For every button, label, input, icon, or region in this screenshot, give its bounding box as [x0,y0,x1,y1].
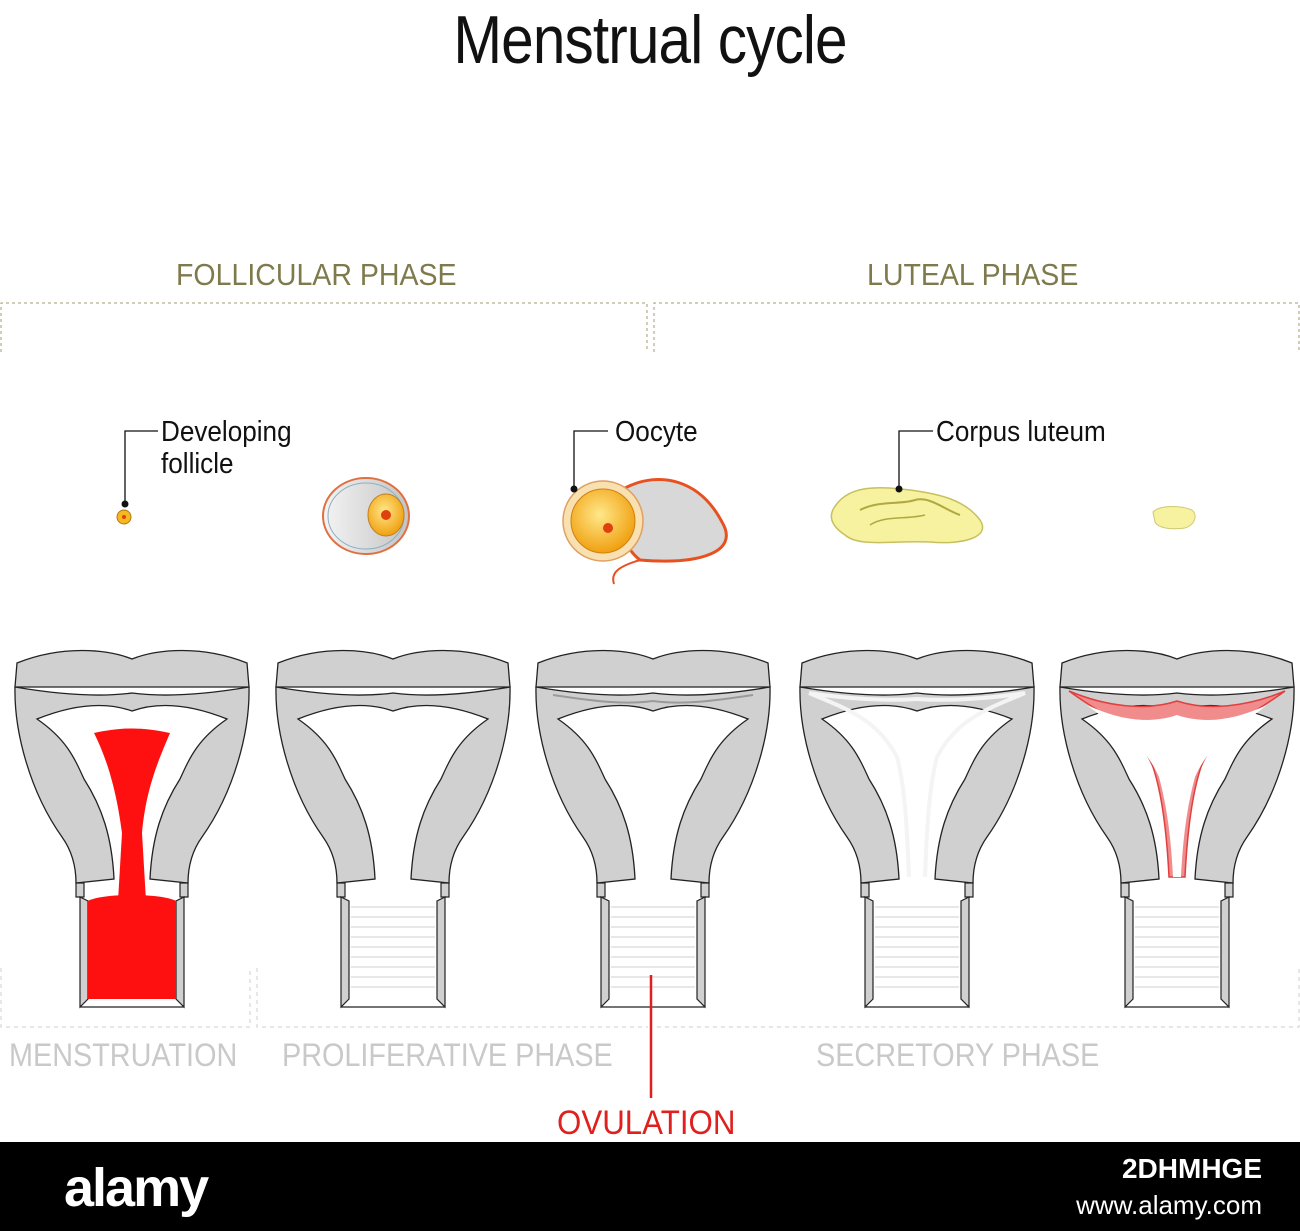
image-id: 2DHMHGE [1121,1153,1262,1184]
page-title: Menstrual cycle [453,2,847,78]
proliferative-phase-label: PROLIFERATIVE PHASE [282,1037,613,1073]
oocyte-label: Oocyte [615,416,698,448]
luteal-phase-label: LUTEAL PHASE [867,257,1079,292]
corpus-albicans-icon [1152,506,1196,530]
developing-follicle-icon [116,509,132,525]
uterus-menstruation [14,649,250,1008]
uterus-secretory-late [1059,649,1295,1008]
site-url: www.alamy.com [1076,1190,1262,1220]
ovulating-follicle-icon [562,477,728,585]
growing-follicle-icon [322,477,410,555]
corpus-luteum-label: Corpus luteum [936,416,1106,448]
corpus-luteum-icon [830,486,984,544]
uterus-ovulation [535,649,771,1008]
watermark-footer: alamy 2DHMHGE www.alamy.com [0,1142,1300,1231]
follicular-bracket [0,302,648,352]
developing-follicle-label: Developing follicle [161,416,292,480]
secretory-phase-label: SECRETORY PHASE [816,1037,1100,1073]
luteal-bracket [653,302,1300,352]
uterus-proliferative [275,649,511,1008]
uterine-phase-brackets [0,968,1300,1028]
alamy-logo: alamy [64,1158,209,1218]
footer-info: 2DHMHGE www.alamy.com [1076,1150,1262,1222]
label-leaders [124,430,933,504]
menstruation-label: MENSTRUATION [9,1037,238,1073]
ovulation-label: OVULATION [557,1104,736,1142]
follicular-phase-label: FOLLICULAR PHASE [176,257,457,292]
uterus-secretory-early [799,649,1035,1008]
menstrual-cycle-diagram [0,302,1300,1098]
